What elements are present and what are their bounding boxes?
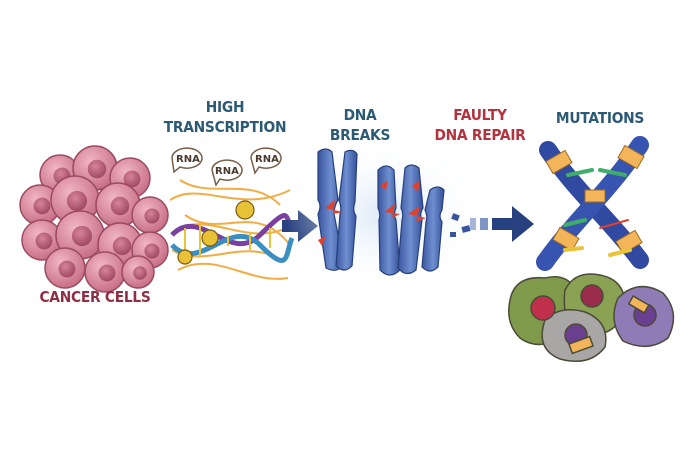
cell-nucleus [112, 236, 132, 256]
stage-label-faulty-dna-repair: FAULTY DNA REPAIR [420, 105, 540, 145]
cell-nucleus [87, 159, 107, 179]
label-line: TRANSCRIPTION [163, 118, 287, 136]
cell-nucleus [123, 170, 141, 188]
broken-chromosomes [285, 140, 485, 290]
cell-nucleus [66, 190, 88, 212]
cell-nucleus [33, 197, 51, 215]
cell-nucleus [133, 266, 147, 280]
rna-label: RNA [176, 154, 200, 165]
label-line: DNA [343, 106, 377, 124]
cell-nucleus [35, 232, 53, 250]
cell-nucleus [98, 264, 116, 282]
cell-nucleus [144, 208, 160, 224]
polymerase-icons [177, 200, 255, 265]
label-line: FAULTY [453, 106, 507, 124]
cancer-cells-cluster [19, 145, 169, 293]
stage-label-dna-breaks: DNA BREAKS [309, 105, 410, 145]
arrow-icon [470, 206, 534, 242]
cell-nucleus [58, 260, 76, 278]
stage-label-mutations: MUTATIONS [555, 109, 645, 127]
cell-nucleus [110, 196, 130, 216]
transcription-illustration: RNA RNA RNA [169, 147, 295, 280]
rna-bubbles [171, 147, 282, 187]
rna-label: RNA [255, 154, 279, 165]
stage-label-cancer-cells: CANCER CELLS [39, 288, 151, 306]
label-line: HIGH [205, 98, 245, 116]
mutated-dna [536, 136, 649, 271]
label-line: BREAKS [329, 126, 391, 144]
cell-nucleus [71, 225, 93, 247]
cell-nucleus [144, 243, 160, 259]
stage-label-high-transcription: HIGH TRANSCRIPTION [156, 97, 294, 137]
label-line: DNA REPAIR [434, 126, 526, 144]
mutated-cells [508, 273, 675, 362]
rna-label: RNA [215, 166, 239, 177]
